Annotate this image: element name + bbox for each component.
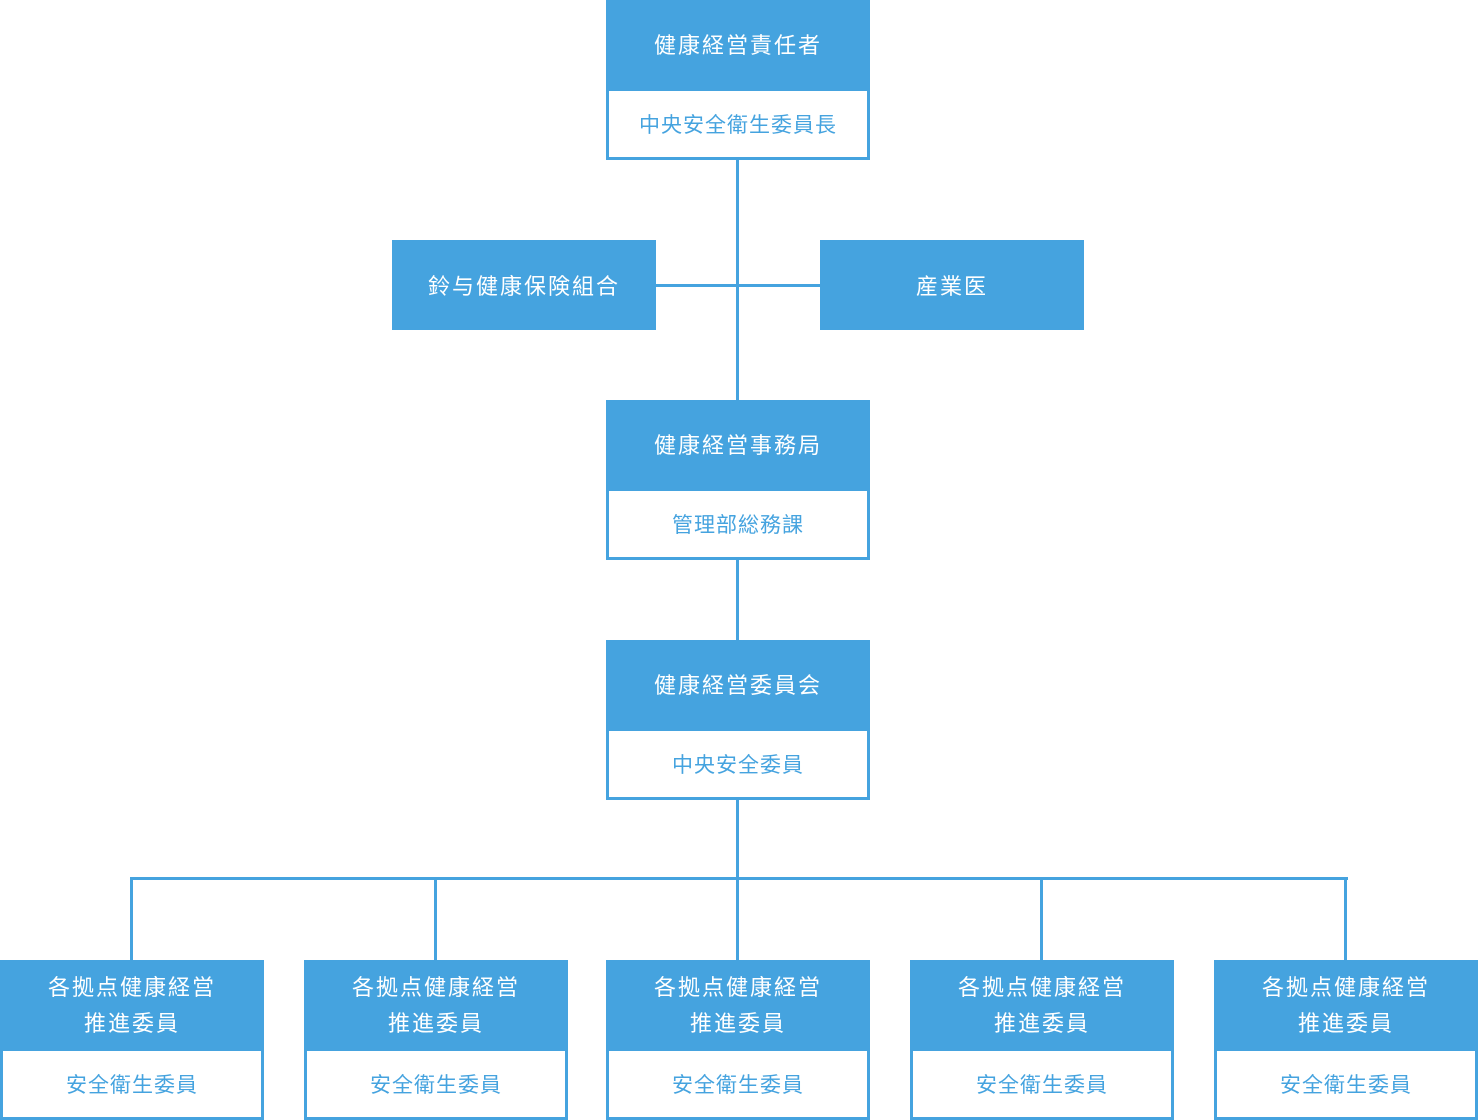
connector-branch-2	[434, 877, 437, 962]
branch-title-line2: 推進委員	[1297, 1012, 1394, 1037]
connector-side-horizontal	[655, 284, 821, 287]
branch-title: 各拠点健康経営 推進委員	[3, 963, 261, 1051]
health-insurance-union-box: 鈴与健康保険組合	[392, 240, 656, 330]
industrial-physician-box: 産業医	[820, 240, 1084, 330]
branch-title-line1: 各拠点健康経営	[47, 976, 216, 1001]
health-management-office-title: 健康経営事務局	[609, 403, 867, 491]
connector-committee-down	[736, 798, 739, 880]
branch-title-line2: 推進委員	[83, 1012, 180, 1037]
health-management-committee-title: 健康経営委員会	[609, 643, 867, 731]
branch-title-line1: 各拠点健康経営	[653, 976, 822, 1001]
branch-title-line1: 各拠点健康経営	[351, 976, 520, 1001]
connector-branch-5	[1344, 877, 1347, 962]
connector-branch-3	[736, 877, 739, 962]
branch-title: 各拠点健康経営 推進委員	[609, 963, 867, 1051]
branch-subtitle: 安全衛生委員	[609, 1051, 867, 1117]
connector-branch-horizontal	[130, 877, 1348, 880]
branch-box-4: 各拠点健康経営 推進委員 安全衛生委員	[910, 960, 1174, 1120]
connector-office-committee	[736, 558, 739, 642]
branch-box-3: 各拠点健康経営 推進委員 安全衛生委員	[606, 960, 870, 1120]
branch-title-line2: 推進委員	[689, 1012, 786, 1037]
branch-subtitle: 安全衛生委員	[1217, 1051, 1475, 1117]
health-management-officer-box: 健康経営責任者 中央安全衛生委員長	[606, 0, 870, 160]
branch-subtitle: 安全衛生委員	[307, 1051, 565, 1117]
branch-subtitle: 安全衛生委員	[3, 1051, 261, 1117]
connector-branch-4	[1040, 877, 1043, 962]
branch-title-line2: 推進委員	[993, 1012, 1090, 1037]
branch-box-5: 各拠点健康経営 推進委員 安全衛生委員	[1214, 960, 1478, 1120]
branch-title: 各拠点健康経営 推進委員	[913, 963, 1171, 1051]
branch-title: 各拠点健康経営 推進委員	[307, 963, 565, 1051]
branch-box-2: 各拠点健康経営 推進委員 安全衛生委員	[304, 960, 568, 1120]
branch-title-line1: 各拠点健康経営	[1261, 976, 1430, 1001]
health-management-officer-subtitle: 中央安全衛生委員長	[609, 91, 867, 157]
health-management-committee-box: 健康経営委員会 中央安全委員	[606, 640, 870, 800]
health-management-officer-title: 健康経営責任者	[609, 3, 867, 91]
health-management-committee-subtitle: 中央安全委員	[609, 731, 867, 797]
branch-box-1: 各拠点健康経営 推進委員 安全衛生委員	[0, 960, 264, 1120]
branch-subtitle: 安全衛生委員	[913, 1051, 1171, 1117]
connector-branch-1	[130, 877, 133, 962]
health-management-office-box: 健康経営事務局 管理部総務課	[606, 400, 870, 560]
connector-top-vertical	[736, 158, 739, 402]
branch-title: 各拠点健康経営 推進委員	[1217, 963, 1475, 1051]
branch-title-line2: 推進委員	[387, 1012, 484, 1037]
health-management-office-subtitle: 管理部総務課	[609, 491, 867, 557]
branch-title-line1: 各拠点健康経営	[957, 976, 1126, 1001]
